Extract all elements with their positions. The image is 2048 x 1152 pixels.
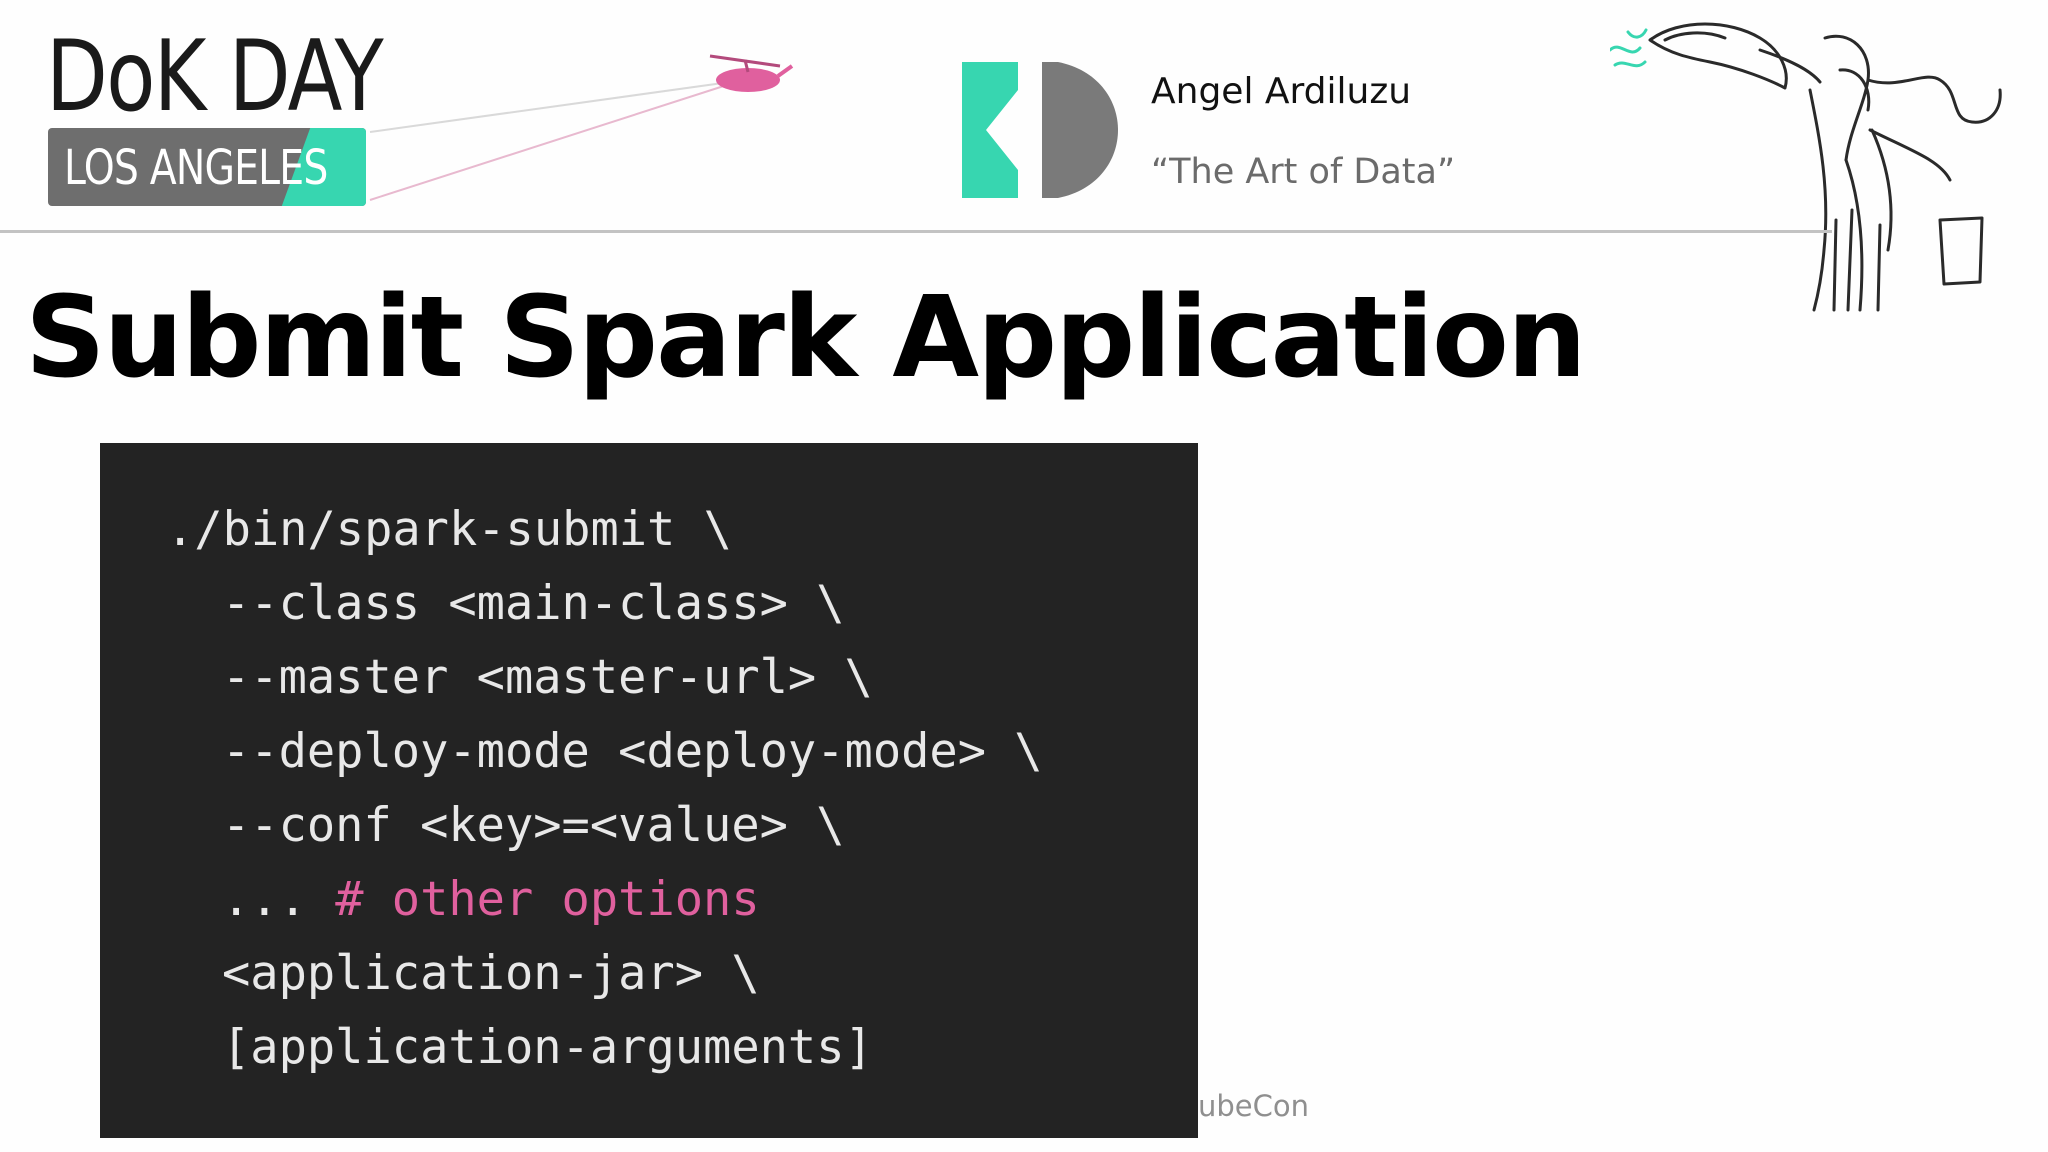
code-lines: ./bin/spark-submit \ --class <main-class… [166, 493, 1043, 1085]
talk-title: “The Art of Data” [1151, 152, 1456, 192]
code-line-with-comment: ... # other options [166, 863, 1043, 937]
code-ellipsis: ... [222, 872, 336, 927]
dok-day-logo: DoK DAY LOS ANGELES [40, 22, 800, 222]
code-line: <application-jar> \ [222, 946, 760, 1001]
helicopter-icon [369, 54, 794, 201]
logo-subtitle-badge: LOS ANGELES [48, 128, 366, 206]
code-block: ./bin/spark-submit \ --class <main-class… [100, 443, 1198, 1138]
code-line: [application-arguments] [222, 1020, 873, 1075]
presenter-info: Angel Ardiluzu “The Art of Data” [1151, 70, 1455, 194]
code-line: --conf <key>=<value> \ [222, 798, 845, 853]
footer-text: ubeCon [1198, 1089, 1310, 1123]
presenter-name: Angel Ardiluzu [1151, 71, 1412, 112]
slide-title: Submit Spark Application [25, 273, 1587, 403]
code-line: --class <main-class> \ [222, 576, 845, 631]
header-divider [0, 230, 1832, 233]
code-comment: # other options [335, 872, 760, 927]
brand-logo-icon [962, 62, 1118, 198]
code-line: ./bin/spark-submit \ [166, 502, 732, 557]
logo-title: DoK DAY [46, 20, 384, 134]
code-line: --deploy-mode <deploy-mode> \ [222, 724, 1043, 779]
code-line: --master <master-url> \ [222, 650, 873, 705]
sketch-illustration-icon [1610, 22, 2002, 312]
logo-subtitle: LOS ANGELES [64, 140, 328, 196]
